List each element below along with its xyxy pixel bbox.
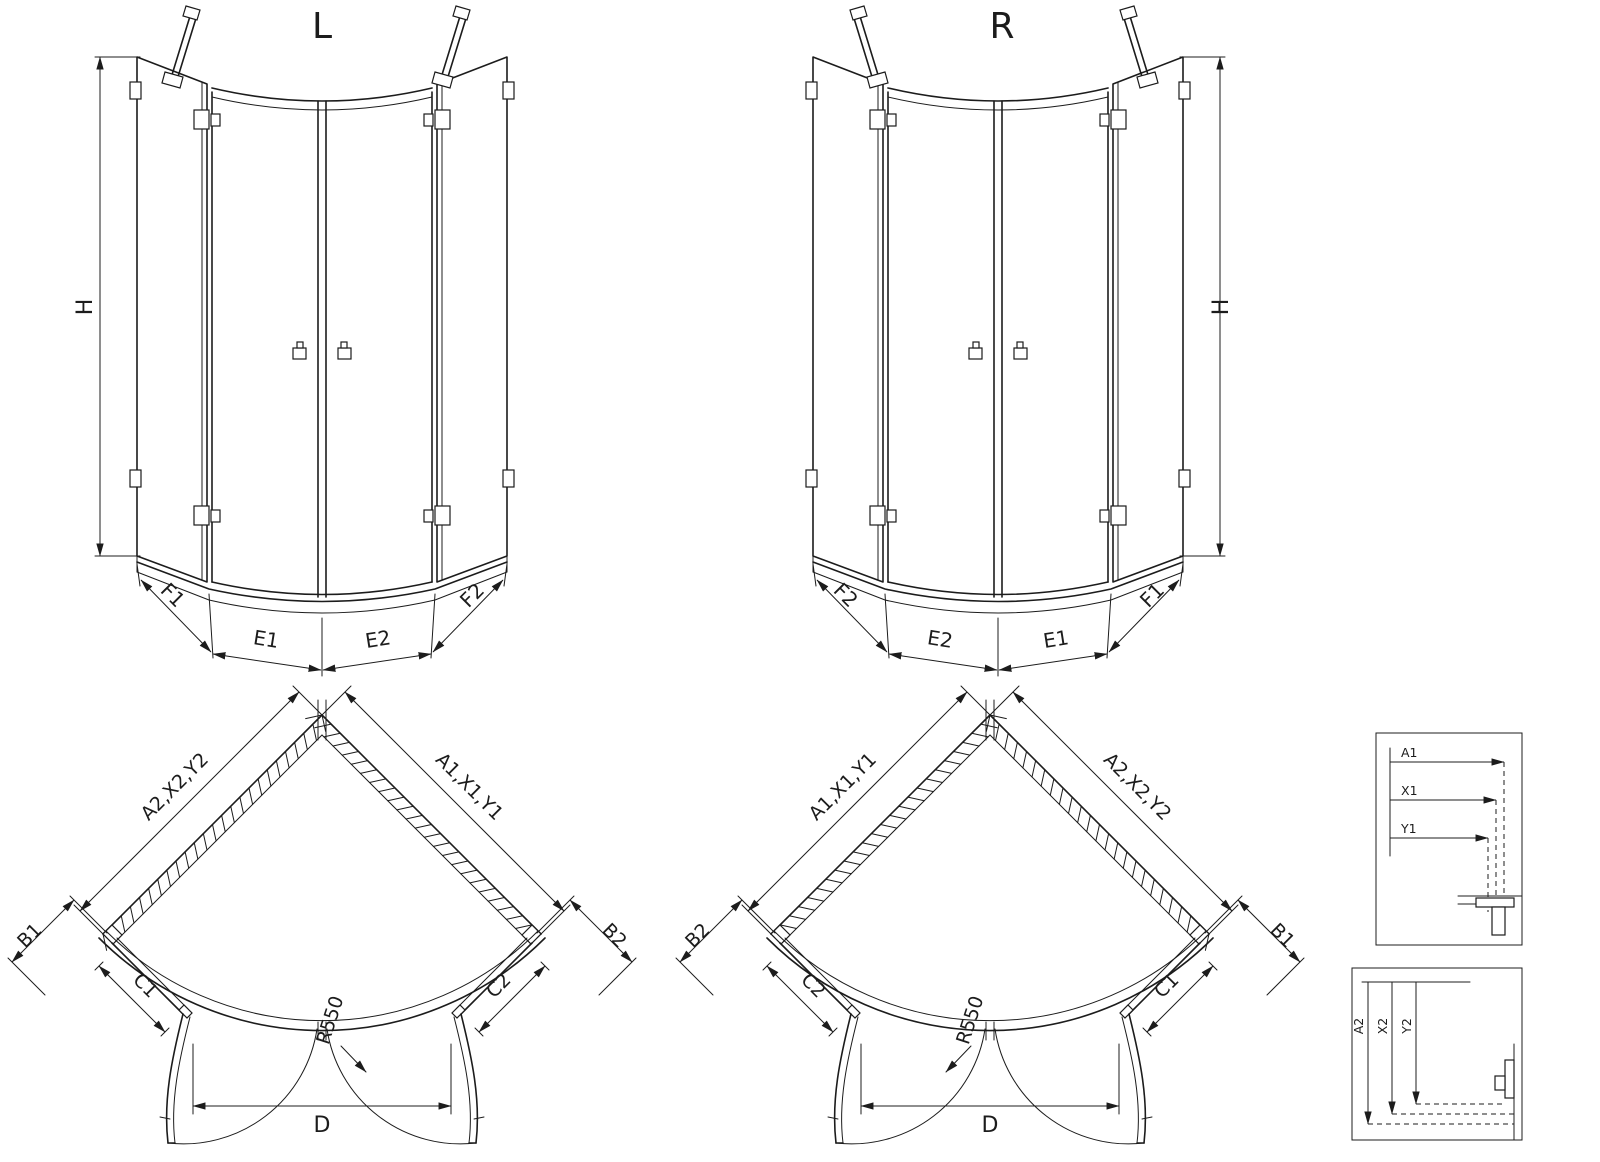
detail-dim-a2: A2 <box>1351 1018 1366 1035</box>
wall-hatching <box>305 714 542 939</box>
profile-section-icon <box>1475 897 1515 908</box>
detail-dim-x1: X1 <box>1401 783 1418 798</box>
hinge-icon <box>193 505 210 526</box>
plan-right-geometry <box>676 686 1304 1144</box>
profile-section-icon <box>1504 1059 1515 1099</box>
dim-label-e1: E1 <box>252 625 281 653</box>
dim-label-e1: E1 <box>1041 625 1070 653</box>
wall-right-dim-label: A2,X2,Y2 <box>1099 749 1175 825</box>
dim-label-e2: E2 <box>363 625 392 653</box>
profile-detail-top: A1 X1 Y1 <box>1375 732 1523 946</box>
outer-right-dim-label: B2 <box>598 919 631 952</box>
hinge-icon <box>434 109 451 130</box>
hinge-icon <box>434 505 451 526</box>
wall-left-dim-label: A2,X2,Y2 <box>137 749 213 825</box>
panel-right-dim-label: C2 <box>482 969 515 1002</box>
height-dimension-label: H <box>1209 299 1234 316</box>
dim-label-f2: F2 <box>829 578 863 612</box>
wall-left-dim-label: A1,X1,Y1 <box>805 749 881 825</box>
hinge-icon <box>193 109 210 130</box>
elevation-left-title: L <box>312 6 332 47</box>
panel-left-dim-label: C1 <box>128 969 161 1002</box>
plan-right-labels: A1,X1,Y1 A2,X2,Y2 B2 B1 C2 C1 R550 D <box>681 749 1299 1138</box>
plan-geometry <box>7 685 637 1145</box>
profile-detail-bottom: A2 X2 Y2 <box>1351 967 1523 1141</box>
wall-hatching <box>102 714 327 951</box>
outer-left-dim-label: B2 <box>681 919 714 952</box>
detail-dim-a1: A1 <box>1401 745 1418 760</box>
detail-dim-y1: Y1 <box>1400 821 1417 836</box>
dim-label-f1: F1 <box>1135 578 1169 612</box>
wall-right-dim-label: A1,X1,Y1 <box>431 749 507 825</box>
panel-left-dim-label: C2 <box>796 969 829 1002</box>
dim-label-f2: F2 <box>455 578 489 612</box>
dim-label-f1: F1 <box>156 578 190 612</box>
outer-right-dim-label: B1 <box>1266 919 1299 952</box>
detail-dim-y2: Y2 <box>1399 1018 1414 1035</box>
elevation-right-title: R <box>989 6 1014 47</box>
handle-icon <box>292 347 307 360</box>
elevation-right-geometry <box>806 6 1225 676</box>
width-dim-label: D <box>314 1113 331 1138</box>
panel-right-dim-label: C1 <box>1150 969 1183 1002</box>
outer-left-dim-label: B1 <box>13 919 46 952</box>
dim-label-e2: E2 <box>926 625 955 653</box>
elevation-geometry <box>94 5 515 677</box>
handle-icon <box>337 347 352 360</box>
height-dimension-label: H <box>73 299 98 316</box>
width-dim-label: D <box>982 1113 999 1138</box>
plan-left-labels: A2,X2,Y2 A1,X1,Y1 B1 B2 C1 C2 R550 D <box>13 749 631 1138</box>
elevation-right-labels: R H F2 E2 E1 F1 <box>829 6 1234 653</box>
detail-dim-x2: X2 <box>1375 1018 1390 1035</box>
